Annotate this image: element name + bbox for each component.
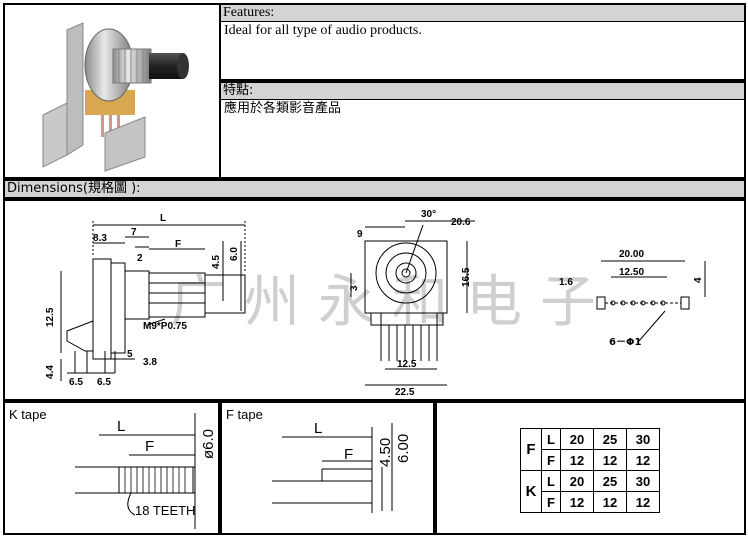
front-22-5: 22.5 bbox=[395, 387, 415, 398]
table-cell: 12 bbox=[593, 449, 627, 471]
table-cell: 30 bbox=[626, 428, 660, 450]
f-tape-title: F tape bbox=[226, 407, 263, 422]
table-cell: 12 bbox=[626, 491, 660, 513]
sub-label: L bbox=[541, 428, 561, 450]
table-row: F 12 12 12 bbox=[521, 449, 660, 471]
pins-12-50: 12.50 bbox=[619, 267, 644, 278]
dimensions-header: Dimensions(規格圖 ): bbox=[3, 179, 746, 199]
table-cell: 30 bbox=[626, 470, 660, 492]
side-6-5a: 6.5 bbox=[69, 377, 83, 388]
table-row: F 12 12 12 bbox=[521, 491, 660, 513]
group-F: F bbox=[520, 428, 542, 471]
features-section: Features: Ideal for all type of audio pr… bbox=[219, 3, 746, 81]
features-header: Features: bbox=[221, 5, 744, 22]
f-tape-F: F bbox=[344, 446, 353, 463]
side-F: F bbox=[175, 239, 181, 250]
side-8-3: 8.3 bbox=[93, 233, 107, 244]
features-cn-header: 特點: bbox=[221, 83, 744, 100]
table-cell: 20 bbox=[560, 428, 594, 450]
table-cell: 20 bbox=[560, 470, 594, 492]
side-7: 7 bbox=[131, 227, 137, 238]
side-2: 2 bbox=[137, 253, 143, 264]
table-cell: 12 bbox=[560, 491, 594, 513]
k-tape-dia: ø6.0 bbox=[200, 429, 217, 459]
side-6-0: 6.0 bbox=[229, 247, 240, 261]
features-cn-text: 應用於各類影音產品 bbox=[224, 101, 342, 116]
group-K: K bbox=[520, 470, 542, 513]
product-photo-cell bbox=[3, 3, 221, 179]
f-tape-6-00: 6.00 bbox=[395, 434, 412, 463]
pins-holes: 6－Φ1 bbox=[609, 337, 641, 348]
f-tape-L: L bbox=[314, 420, 322, 437]
dimension-drawings-svg: 广州永和电子 L bbox=[45, 209, 706, 398]
side-thread: M9*P0.75 bbox=[143, 321, 187, 332]
table-cell: 25 bbox=[593, 470, 627, 492]
features-text: Ideal for all type of audio products. bbox=[224, 23, 422, 38]
front-3: 3 bbox=[349, 285, 360, 291]
f-tape-4-50: 4.50 bbox=[377, 438, 394, 467]
side-6-5b: 6.5 bbox=[97, 377, 111, 388]
k-tape-F: F bbox=[145, 438, 154, 455]
table-cell: 25 bbox=[593, 428, 627, 450]
sub-label: F bbox=[541, 491, 561, 513]
side-4-5: 4.5 bbox=[211, 255, 222, 269]
features-cn-section: 特點: 應用於各類影音產品 bbox=[219, 81, 746, 179]
side-4-4: 4.4 bbox=[45, 365, 56, 379]
side-5: 5 bbox=[127, 349, 133, 360]
k-tape-L: L bbox=[117, 418, 125, 435]
potentiometer-photo bbox=[42, 22, 189, 172]
front-12-5: 12.5 bbox=[397, 359, 417, 370]
front-16-5: 16.5 bbox=[461, 267, 472, 287]
front-view bbox=[350, 220, 475, 386]
dimensions-drawing: 广州永和电子 L bbox=[3, 199, 746, 401]
side-12-5: 12.5 bbox=[45, 307, 56, 327]
pins-1-6: 1.6 bbox=[559, 277, 573, 288]
side-L: L bbox=[160, 213, 166, 224]
front-20-6: 20.6 bbox=[451, 217, 471, 228]
front-9: 9 bbox=[357, 229, 363, 240]
k-tape-title: K tape bbox=[9, 407, 47, 422]
table-row: F L 20 25 30 bbox=[520, 428, 660, 471]
pin-layout bbox=[596, 260, 706, 342]
k-tape-cell: K tape L F ø6.0 18 TEETH bbox=[3, 401, 220, 535]
sub-label: F bbox=[541, 449, 561, 471]
f-tape-drawing: L F 4.50 6.00 bbox=[272, 420, 412, 513]
side-view bbox=[60, 221, 246, 381]
table-row: K L 20 25 30 bbox=[520, 470, 660, 513]
pins-4: 4 bbox=[693, 277, 704, 283]
pins-20-00: 20.00 bbox=[619, 249, 644, 260]
side-3-8: 3.8 bbox=[143, 357, 157, 368]
sub-label: L bbox=[541, 470, 561, 492]
table-cell: 12 bbox=[560, 449, 594, 471]
front-angle: 30° bbox=[421, 209, 436, 220]
table-cell: 12 bbox=[593, 491, 627, 513]
k-tape-drawing: L F ø6.0 18 TEETH bbox=[75, 413, 217, 529]
length-table-cell: F L 20 25 30 F 12 12 12 K L 20 25 30 F 1… bbox=[435, 401, 746, 535]
f-tape-cell: F tape L F 4.50 6.00 bbox=[220, 401, 435, 535]
k-tape-teeth: 18 TEETH bbox=[135, 503, 195, 518]
table-cell: 12 bbox=[626, 449, 660, 471]
length-table: F L 20 25 30 F 12 12 12 K L 20 25 30 F 1… bbox=[520, 428, 660, 513]
